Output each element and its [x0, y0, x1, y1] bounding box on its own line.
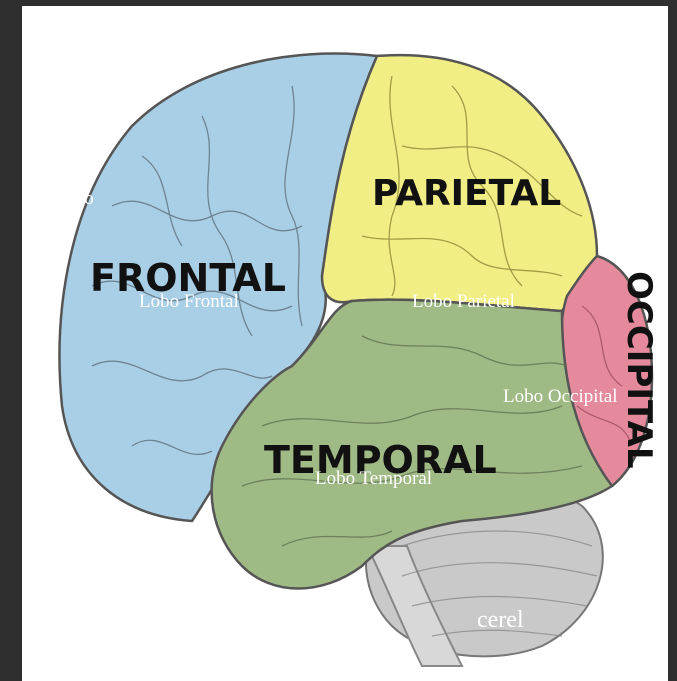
occipital-label: OCCIPITAL: [622, 271, 656, 469]
brain-illustration: [22, 6, 668, 681]
lobo-temporal-overlay-label: Lobo Temporal: [315, 468, 432, 490]
cerebelo-overlay-label: cerel: [477, 607, 524, 634]
lobo-parietal-overlay-label: Lobo Parietal: [412, 291, 515, 313]
diagram-panel: FRONTAL PARIETAL TEMPORAL OCCIPITAL ebro…: [22, 6, 668, 681]
lobo-occipital-overlay-label: Lobo Occipital: [503, 386, 618, 408]
parietal-label: PARIETAL: [372, 173, 561, 214]
lobo-frontal-overlay-label: Lobo Frontal: [139, 291, 239, 313]
cerebro-overlay-label: ebro: [60, 188, 94, 210]
